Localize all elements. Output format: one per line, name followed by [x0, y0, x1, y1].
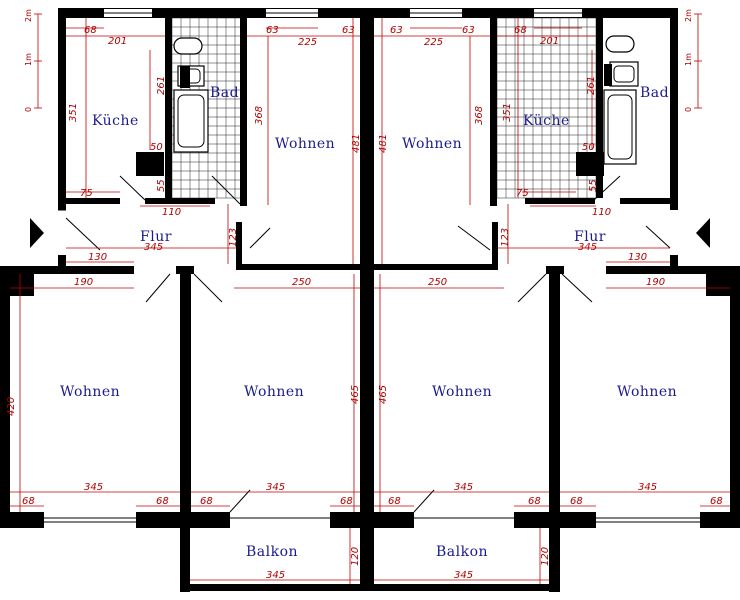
dim-label: 190: [646, 277, 665, 288]
dim-label: 201: [540, 36, 559, 47]
dim-label: 55: [156, 179, 167, 192]
room-label-kueche-right: Küche: [523, 113, 570, 129]
dim-label: 345: [144, 242, 163, 253]
doors: [58, 175, 671, 513]
dim-label: 68: [156, 496, 169, 507]
fixtures-right: [603, 35, 639, 165]
dim-label: 68: [340, 496, 353, 507]
dim-label: 345: [638, 482, 657, 493]
dim-label: 345: [454, 482, 473, 493]
scale-label-2m: 2m: [24, 9, 33, 22]
dim-label: 345: [454, 570, 473, 581]
room-label-balkon-right: Balkon: [436, 544, 488, 560]
dim-label: 120: [540, 547, 551, 566]
entrance-arrow-left-icon: [30, 218, 44, 248]
dim-label: 68: [710, 496, 723, 507]
dim-label: 201: [108, 36, 127, 47]
room-label-kueche-left: Küche: [92, 113, 139, 129]
room-label-wohnen-bottom-3: Wohnen: [432, 384, 492, 400]
dim-label: 351: [68, 103, 79, 122]
dim-label: 75: [80, 188, 93, 199]
dim-label: 63: [342, 25, 355, 36]
room-label-wohnen-top-right: Wohnen: [402, 136, 462, 152]
dim-label: 250: [428, 277, 447, 288]
dim-label: 68: [84, 25, 97, 36]
dim-label: 368: [474, 106, 485, 125]
dim-label: 345: [266, 482, 285, 493]
room-label-bad-right: Bad: [640, 85, 669, 101]
dim-label: 120: [350, 547, 361, 566]
dim-label: 63: [462, 25, 475, 36]
dim-label: 110: [592, 207, 611, 218]
dim-label: 261: [156, 76, 167, 95]
scale-bar-left: 2m 1m 0: [24, 9, 42, 112]
dim-label: 345: [578, 242, 597, 253]
dim-label: 68: [570, 496, 583, 507]
dim-label: 63: [266, 25, 279, 36]
room-label-flur-left: Flur: [140, 229, 172, 245]
dim-label: 261: [586, 76, 597, 95]
dim-label: 50: [150, 142, 163, 153]
scale-label-1m: 1m: [24, 53, 33, 66]
dim-label: 68: [22, 496, 35, 507]
dim-label: 68: [528, 496, 541, 507]
dim-label: 225: [298, 37, 317, 48]
entrance-arrow-right-icon: [696, 218, 710, 248]
dim-label: 68: [514, 25, 527, 36]
scale-label-2m: 2m: [684, 9, 693, 22]
dim-label: 368: [254, 106, 265, 125]
dim-label: 63: [390, 25, 403, 36]
dim-label: 345: [266, 570, 285, 581]
dim-label: 190: [74, 277, 93, 288]
dim-label: 351: [502, 103, 513, 122]
scale-label-0: 0: [24, 107, 33, 112]
room-label-wohnen-bottom-1: Wohnen: [60, 384, 120, 400]
scale-bar-right: 2m 1m 0: [684, 9, 702, 112]
dim-label: 465: [378, 385, 389, 404]
dim-label: 110: [162, 207, 181, 218]
scale-label-0: 0: [684, 107, 693, 112]
dim-label: 123: [500, 228, 511, 247]
room-label-wohnen-top-left: Wohnen: [275, 136, 335, 152]
dimension-labels: 68 201 351 261 50 55 75 110 63 225 63 36…: [6, 25, 723, 581]
room-label-flur-right: Flur: [574, 229, 606, 245]
dim-label: 481: [351, 134, 362, 153]
room-label-wohnen-bottom-2: Wohnen: [244, 384, 304, 400]
dim-label: 130: [88, 252, 107, 263]
dim-label: 481: [378, 134, 389, 153]
dim-label: 75: [516, 188, 529, 199]
scale-label-1m: 1m: [684, 53, 693, 66]
dim-label: 123: [228, 228, 239, 247]
fixtures-left: [173, 37, 209, 153]
room-label-balkon-left: Balkon: [246, 544, 298, 560]
dim-label: 225: [424, 37, 443, 48]
dim-label: 465: [350, 385, 361, 404]
dim-label: 130: [628, 252, 647, 263]
dim-label: 250: [292, 277, 311, 288]
dimension-lines: [10, 18, 730, 584]
dim-label: 345: [84, 482, 103, 493]
room-label-wohnen-bottom-4: Wohnen: [617, 384, 677, 400]
dim-label: 68: [200, 496, 213, 507]
room-label-bad-left: Bad: [210, 85, 239, 101]
dim-label: 420: [6, 397, 17, 416]
dim-label: 68: [388, 496, 401, 507]
dim-label: 50: [582, 142, 595, 153]
dim-label: 55: [588, 179, 599, 192]
walls: [0, 8, 740, 592]
